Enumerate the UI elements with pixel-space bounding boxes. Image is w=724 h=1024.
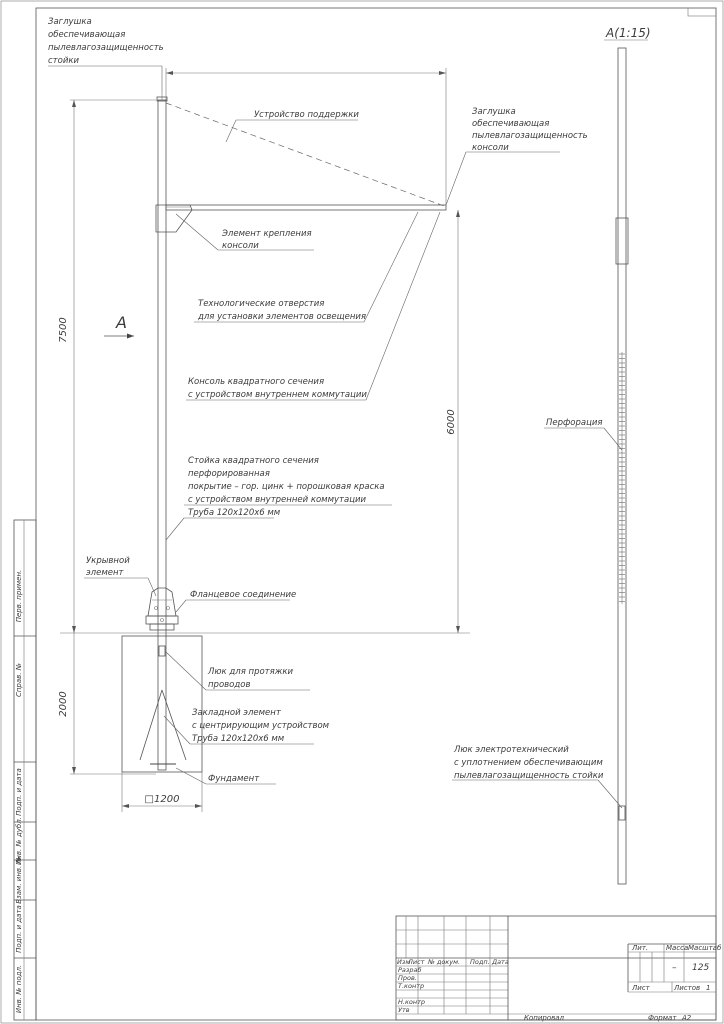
- view-a-pole: [617, 47, 627, 885]
- title-sheets: Листов: [673, 984, 700, 992]
- svg-text:Изм: Изм: [397, 958, 410, 966]
- callout-cover-element: Укрывной элемент: [86, 556, 130, 578]
- console-arm: [165, 204, 447, 211]
- callout-console-mount: Элемент крепления консоли: [221, 229, 312, 251]
- callout-flange: Фланцевое соединение: [190, 590, 296, 600]
- svg-text:Пров.: Пров.: [398, 974, 417, 982]
- electro-hatch: [618, 805, 626, 821]
- callout-cap-post: Заглушка обеспечивающая пылевлагозащищен…: [48, 17, 164, 66]
- svg-text:Т.контр: Т.контр: [398, 982, 424, 990]
- stamp-replace-inv: Взам. инв. №: [15, 856, 23, 904]
- stamp-first-use: Перв. примен.: [15, 570, 23, 623]
- svg-text:для установки элементов освеще: для установки элементов освещения: [197, 312, 366, 322]
- pole-post: [157, 99, 167, 771]
- callout-foundation: Фундамент: [208, 774, 260, 784]
- section-letter: А: [115, 313, 127, 332]
- stamp-sign-date-1: Подп. и дата: [15, 768, 23, 816]
- svg-text:с центрирующим устройством: с центрирующим устройством: [192, 721, 330, 731]
- corner-box: [687, 7, 717, 17]
- wire-hatch: [158, 645, 166, 657]
- svg-text:Консоль квадратного сечения: Консоль квадратного сечения: [188, 377, 324, 387]
- svg-text:обеспечивающая: обеспечивающая: [48, 30, 125, 40]
- title-format: Формат: [648, 1014, 677, 1022]
- title-block-roles: Разраб Пров. Т.контр Н.контр Утв: [398, 966, 425, 1014]
- dim-foundation-width: □1200: [145, 794, 180, 805]
- svg-text:элемент: элемент: [86, 568, 125, 578]
- stamp-sign-date-2: Подп. и дата: [15, 905, 23, 953]
- callout-post: Стойка квадратного сечения перфорированн…: [188, 456, 385, 518]
- inner-frame: [35, 7, 717, 1021]
- section-marker: А: [104, 313, 134, 339]
- svg-text:Утв: Утв: [398, 1006, 410, 1014]
- svg-text:Заглушка: Заглушка: [48, 17, 92, 27]
- dim-above-ground: 6000: [446, 409, 457, 434]
- svg-text:покрытие – гор. цинк + порошко: покрытие – гор. цинк + порошковая краска: [188, 482, 385, 492]
- dim-total-height: 7500: [58, 317, 69, 342]
- svg-text:Дата: Дата: [491, 958, 509, 966]
- svg-text:Подп.: Подп.: [470, 958, 490, 966]
- stamp-dup-inv: Инв. № дубл.: [15, 817, 23, 865]
- svg-text:стойки: стойки: [48, 56, 79, 66]
- svg-text:обеспечивающая: обеспечивающая: [472, 119, 549, 129]
- svg-text:Разраб: Разраб: [398, 966, 421, 974]
- svg-text:пылевлагозащищенность стойки: пылевлагозащищенность стойки: [454, 771, 604, 781]
- title-scale-value: 125: [692, 963, 709, 973]
- callout-console: Консоль квадратного сечения с устройство…: [188, 377, 367, 400]
- side-stamp: Перв. примен. Справ. № Подп. и дата Инв.…: [13, 519, 37, 1021]
- svg-text:Люк для протяжки: Люк для протяжки: [207, 667, 294, 677]
- leader-lines: [48, 65, 623, 809]
- svg-text:Труба 120x120x6 мм: Труба 120x120x6 мм: [192, 734, 285, 744]
- view-a: А(1:15): [604, 26, 651, 885]
- svg-text:пылевлагозащищенность: пылевлагозащищенность: [48, 43, 164, 53]
- stamp-reference: Справ. №: [15, 663, 23, 697]
- callout-support-device: Устройство поддержки: [254, 110, 359, 120]
- perforation-ticks: [619, 352, 625, 604]
- title-block: [395, 915, 717, 1021]
- callout-cap-console: Заглушка обеспечивающая пылевлагозащищен…: [472, 107, 588, 153]
- title-lit: Лит.: [631, 944, 648, 952]
- svg-text:с устройством внутреннем комму: с устройством внутреннем коммутации: [188, 390, 367, 400]
- title-mass-value: –: [672, 963, 677, 973]
- title-sheets-value: 1: [706, 984, 710, 992]
- title-format-value: А2: [681, 1014, 692, 1022]
- svg-text:консоли: консоли: [472, 143, 509, 153]
- svg-text:с уплотнением обеспечивающим: с уплотнением обеспечивающим: [454, 758, 603, 768]
- svg-text:Труба 120x120x6 мм: Труба 120x120x6 мм: [188, 508, 281, 518]
- console-mount-bracket: [155, 204, 193, 233]
- title-copied: Копировал: [524, 1014, 565, 1022]
- svg-text:Закладной элемент: Закладной элемент: [192, 708, 282, 718]
- svg-text:Стойка квадратного сечения: Стойка квадратного сечения: [188, 456, 319, 466]
- callout-tech-holes: Технологические отверстия для установки …: [197, 299, 366, 322]
- svg-text:консоли: консоли: [222, 241, 259, 251]
- dim-depth: 2000: [58, 691, 69, 716]
- svg-text:перфорированная: перфорированная: [188, 469, 270, 479]
- svg-text:проводов: проводов: [208, 680, 250, 690]
- svg-text:Лист: Лист: [407, 958, 425, 966]
- svg-text:Элемент крепления: Элемент крепления: [221, 229, 312, 239]
- view-a-title: А(1:15): [605, 26, 651, 40]
- callout-electro-hatch: Люк электротехнический с уплотнением обе…: [453, 745, 604, 781]
- svg-text:№ докум.: № докум.: [427, 958, 460, 966]
- title-sheet: Лист: [631, 984, 651, 992]
- svg-text:Заглушка: Заглушка: [472, 107, 516, 117]
- title-block-headers: Изм Лист № докум. Подп. Дата: [397, 958, 509, 966]
- callout-perforation: Перфорация: [546, 418, 603, 428]
- dimension-lines: [70, 68, 460, 812]
- svg-text:Укрывной: Укрывной: [86, 556, 130, 566]
- svg-text:пылевлагозащищенность: пылевлагозащищенность: [472, 131, 588, 141]
- svg-text:с устройством внутренней комму: с устройством внутренней коммутации: [188, 495, 367, 505]
- pole-main-view: [60, 92, 470, 773]
- svg-text:Технологические отверстия: Технологические отверстия: [198, 299, 324, 309]
- stamp-orig-inv: Инв. № подл.: [15, 965, 23, 1013]
- title-mass: Масса: [666, 944, 688, 952]
- svg-text:Люк электротехнический: Люк электротехнический: [453, 745, 569, 755]
- foundation-block: [121, 635, 203, 773]
- callout-embedded: Закладной элемент с центрирующим устройс…: [192, 708, 330, 744]
- svg-text:Н.контр: Н.контр: [398, 998, 425, 1006]
- callout-hatch: Люк для протяжки проводов: [207, 667, 294, 690]
- title-scale: Масштаб: [688, 944, 722, 952]
- flange-joint: [147, 587, 177, 617]
